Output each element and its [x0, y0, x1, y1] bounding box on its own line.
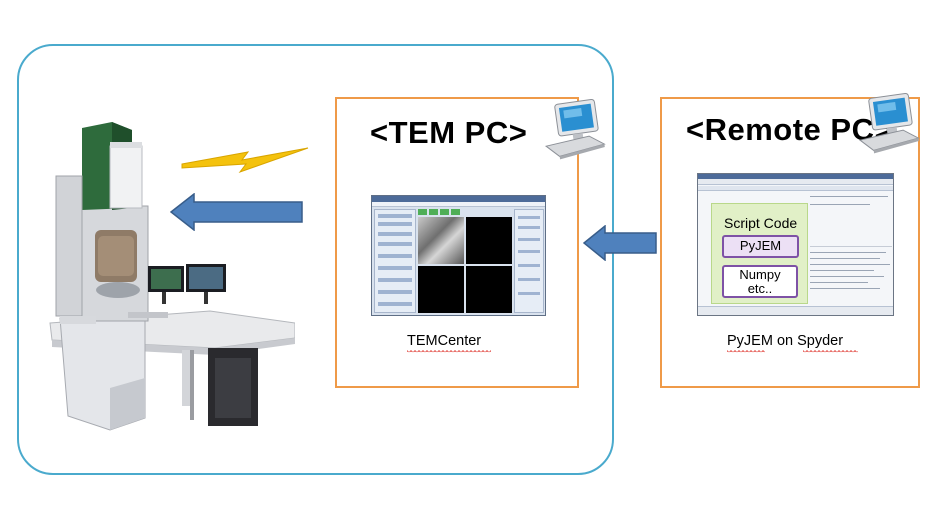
arrow-left-icon: [583, 225, 657, 261]
computer-icon: [858, 92, 920, 154]
arrow-left-icon: [170, 193, 303, 231]
spellcheck-underline: [803, 350, 858, 354]
spellcheck-underline: [727, 350, 765, 354]
spellcheck-underline: [407, 350, 491, 354]
microscope-image: [49, 122, 295, 431]
temcenter-screenshot: [371, 195, 546, 316]
lightning-bolt-icon: [181, 147, 309, 174]
tem-pc-title: <TEM PC>: [370, 115, 528, 150]
pyjem-spyder-caption: PyJEM on Spyder: [727, 333, 844, 349]
tem-system-frame: [17, 44, 614, 475]
remote-pc-title: <Remote PC>: [686, 112, 894, 147]
numpy-module: Numpy etc..: [722, 265, 798, 298]
pyjem-module: PyJEM: [722, 235, 799, 258]
computer-icon: [544, 98, 606, 160]
temcenter-caption: TEMCenter: [407, 333, 482, 349]
script-code-title: Script Code: [724, 215, 798, 231]
